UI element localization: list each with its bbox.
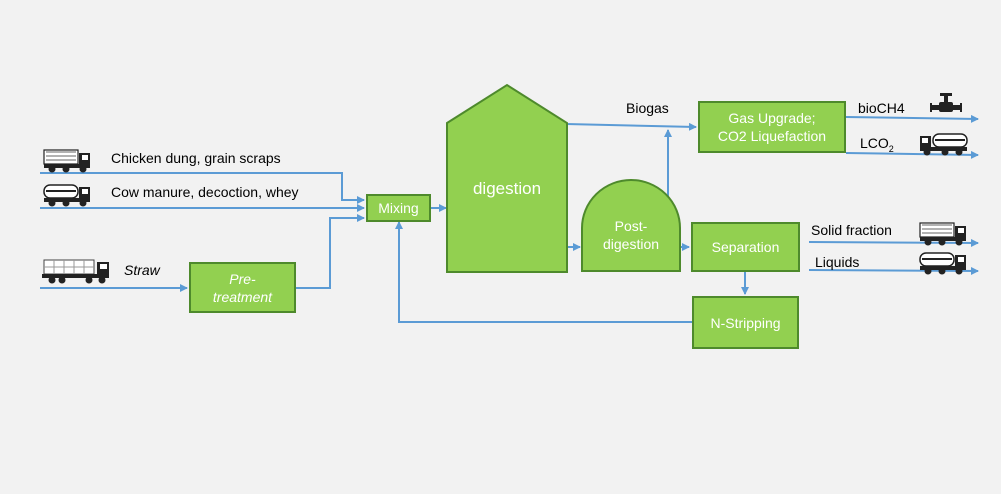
tanker-truck-icon — [919, 252, 966, 275]
input-cow-label: Cow manure, decoction, whey — [111, 184, 299, 200]
post-digestion-label: Post- digestion — [602, 218, 660, 252]
postdigestion-dome-shape — [581, 179, 681, 272]
mixing-box: Mixing — [366, 194, 431, 222]
pretreatment-mixing-arrow — [296, 214, 365, 289]
liquids-arrow — [808, 266, 979, 275]
input-chicken-label: Chicken dung, grain scraps — [111, 150, 281, 166]
input-straw-label: Straw — [124, 262, 160, 278]
gas-valve-icon — [930, 93, 962, 112]
solid-arrow — [808, 238, 979, 247]
solid-fraction-label: Solid fraction — [811, 222, 892, 238]
n-stripping-box: N-Stripping — [692, 296, 799, 349]
pretreatment-box: Pre- treatment — [189, 262, 296, 313]
biomethane-label: bioCH4 — [858, 100, 905, 116]
digestion-tank-shape — [446, 83, 568, 273]
biomethane-arrow — [845, 114, 979, 123]
digestion-label: digestion — [472, 179, 542, 198]
liquids-label: Liquids — [815, 254, 860, 270]
lco2-arrow — [845, 150, 979, 159]
tanker-truck-icon — [920, 133, 968, 156]
dump-truck-icon — [919, 222, 966, 246]
biogas-label: Biogas — [626, 100, 669, 116]
chicken-flow-arrow — [40, 172, 365, 204]
separation-box: Separation — [691, 222, 800, 272]
dump-truck-icon — [43, 149, 90, 173]
biogas-arrow — [565, 122, 697, 131]
nstripping-mixing-arrow — [395, 221, 692, 323]
tanker-truck-icon — [43, 184, 90, 207]
gas-upgrade-box: Gas Upgrade; CO2 Liquefaction — [698, 101, 846, 153]
flatbed-truck-icon — [42, 259, 109, 284]
lco2-label: LCO2 — [860, 135, 894, 154]
